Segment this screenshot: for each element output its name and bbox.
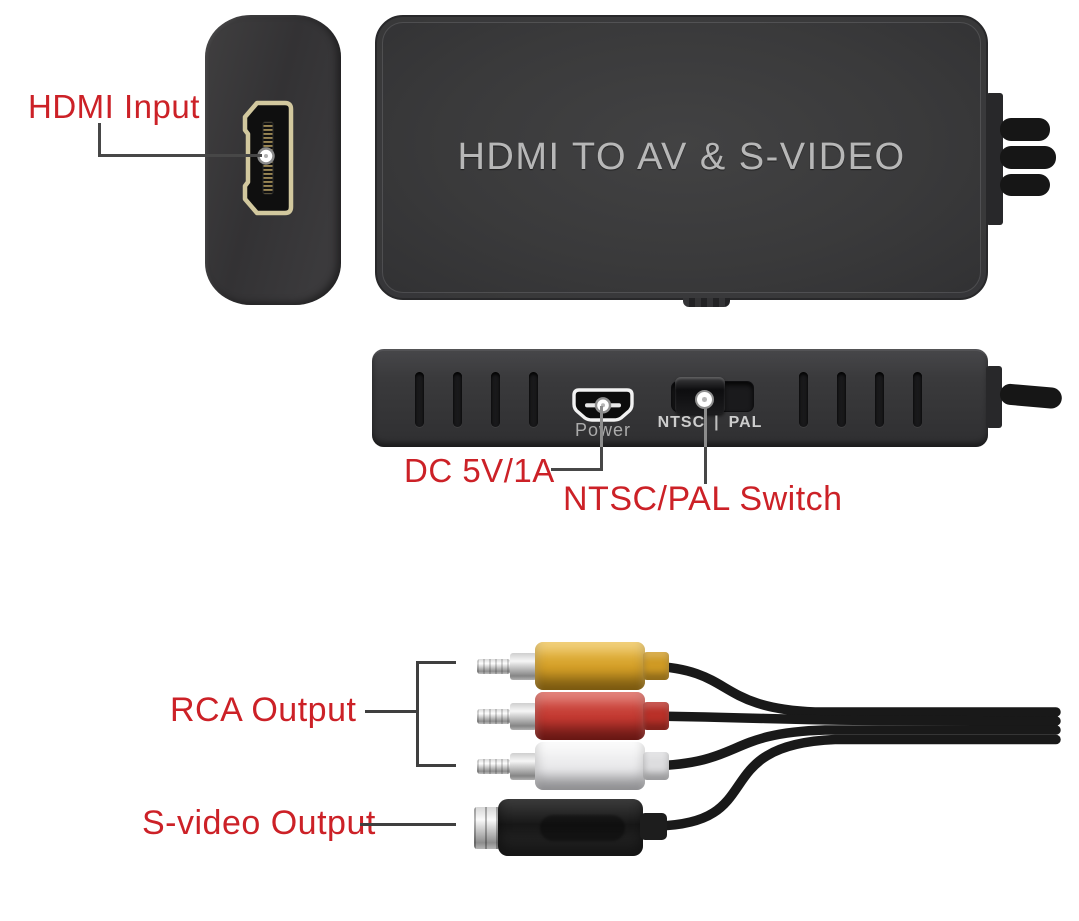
hdmi-leader-horizontal: [98, 154, 262, 157]
hdmi-input-label: HDMI Input: [28, 88, 200, 125]
rca-yellow-neck: [643, 652, 669, 680]
rca-red-neck: [643, 702, 669, 730]
yellow-cable-path: [647, 661, 1061, 717]
svideo-cable-path: [653, 734, 1061, 831]
dc-leader-inner: [600, 406, 603, 447]
switch-leader-inner: [704, 407, 707, 447]
rca-white-neck: [643, 752, 669, 780]
vent-slot: [913, 372, 922, 427]
svideo-facet: [540, 815, 625, 841]
output-cable-2: [1000, 146, 1056, 169]
dc-power-label: DC 5V/1A: [404, 452, 555, 489]
vent-slot: [415, 372, 424, 427]
red-cable-path: [647, 711, 1061, 726]
hdmi-leader-vertical: [98, 123, 101, 156]
rca-plug-white: [535, 742, 645, 790]
box-bottom-switch-nub: [683, 298, 730, 307]
rca-red-collar: [510, 703, 537, 730]
rca-bracket-top-arm: [416, 661, 456, 664]
switch-divider: |: [714, 414, 720, 431]
rca-plug-yellow: [535, 642, 645, 690]
vent-slot: [837, 372, 846, 427]
rca-plug-red: [535, 692, 645, 740]
vent-slot: [799, 372, 808, 427]
device-title: HDMI TO AV & S-VIDEO: [457, 136, 906, 178]
svideo-taper: [640, 813, 667, 840]
rca-yellow-collar: [510, 653, 537, 680]
ntsc-pal-print: NTSC | PAL: [652, 414, 768, 432]
dc-leader-vertical: [600, 447, 603, 470]
output-cable-1: [1000, 118, 1050, 141]
ntsc-text: NTSC: [657, 414, 706, 431]
white-cable-path: [647, 725, 1061, 771]
rca-white-pin: [477, 759, 512, 774]
rca-white-collar: [510, 753, 537, 780]
hdmi-port-icon: [242, 100, 294, 216]
rca-yellow-pin: [477, 659, 512, 674]
svideo-connector: [498, 799, 643, 856]
pal-text: PAL: [728, 414, 763, 431]
cable-bundle: [647, 661, 1061, 831]
ntsc-pal-switch-label: NTSC/PAL Switch: [563, 480, 843, 518]
rca-bracket-vertical: [416, 661, 419, 767]
bar-cable: [999, 383, 1063, 410]
vent-slot: [529, 372, 538, 427]
switch-leader-vertical: [704, 447, 707, 484]
micro-usb-power-port-icon: [572, 388, 634, 422]
power-port-label: Power: [574, 420, 632, 440]
converter-box: HDMI TO AV & S-VIDEO: [375, 15, 988, 300]
output-cable-3: [1000, 174, 1050, 196]
dc-leader-horizontal: [551, 468, 603, 471]
rca-bracket-bottom-arm: [416, 764, 456, 767]
rca-red-pin: [477, 709, 512, 724]
svideo-output-label: S-video Output: [142, 804, 376, 842]
vent-slot: [453, 372, 462, 427]
vent-slot: [875, 372, 884, 427]
svideo-leader: [360, 823, 456, 826]
box-strain-relief: [986, 93, 1003, 225]
rca-leader: [365, 710, 418, 713]
rca-output-label: RCA Output: [170, 691, 357, 729]
bar-strain-relief: [986, 366, 1002, 428]
vent-slot: [491, 372, 500, 427]
